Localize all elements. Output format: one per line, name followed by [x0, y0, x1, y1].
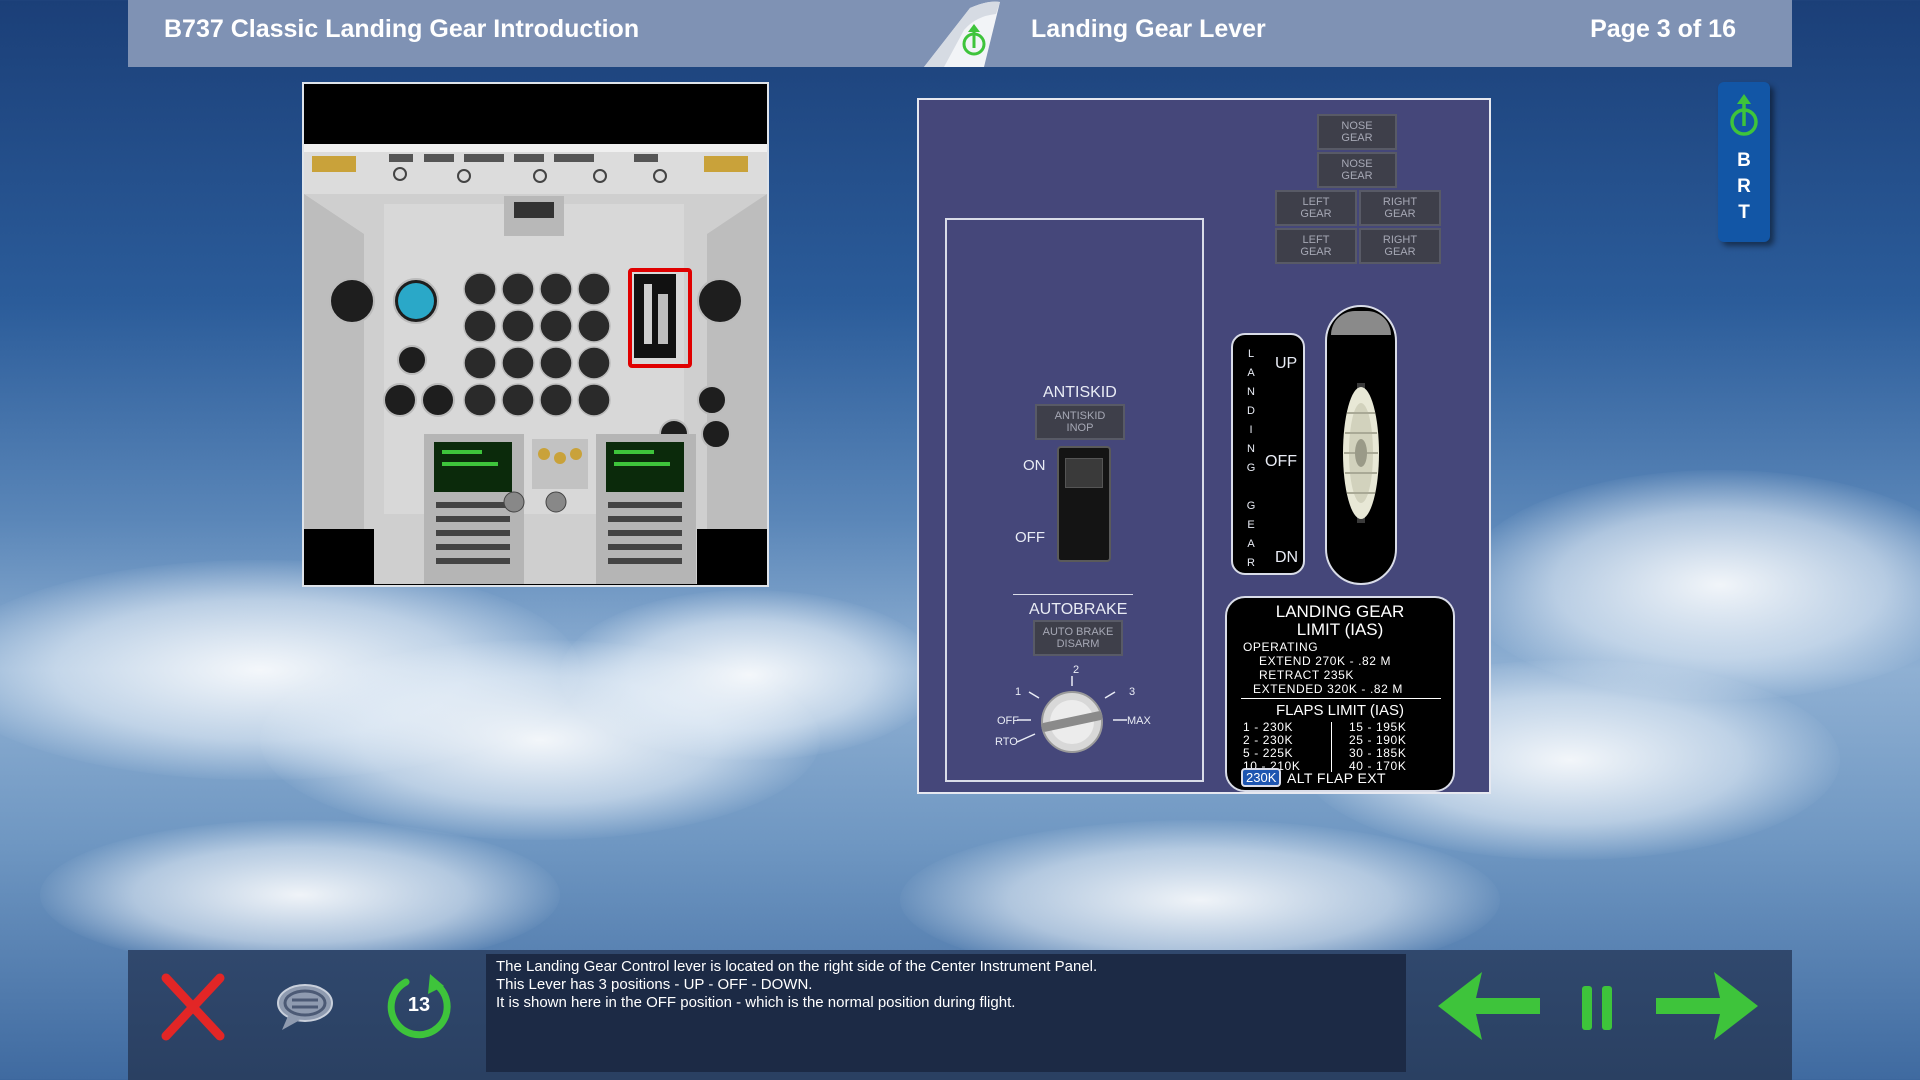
antiskid-title: ANTISKID	[1043, 384, 1117, 401]
lesson-title: Landing Gear Lever	[1031, 15, 1266, 43]
caption-line-3: It is shown here in the OFF position - w…	[496, 994, 1016, 1011]
divider	[1013, 594, 1133, 595]
autobrake-pos-max: MAX	[1127, 715, 1151, 727]
brt-letter-b: B	[1737, 150, 1751, 171]
arrow-right-icon[interactable]	[1652, 968, 1762, 1044]
placard-title-1: LANDING GEAR	[1275, 602, 1405, 621]
flaps-limit-left-2: 2 - 230K	[1243, 733, 1294, 747]
autobrake-pos-1: 1	[1015, 686, 1022, 698]
replay-count: 13	[407, 994, 431, 1016]
narration-caption: The Landing Gear Control lever is locate…	[486, 954, 1406, 1072]
placard-divider	[1241, 698, 1441, 699]
antiskid-off-label: OFF	[1015, 529, 1045, 546]
placard-column-divider	[1331, 722, 1332, 772]
speech-bubble-icon[interactable]	[274, 980, 336, 1034]
flaps-limit-right-1: 15 - 195K	[1349, 720, 1407, 734]
autobrake-selector-knob[interactable]	[1007, 670, 1137, 760]
tail-fin-logo-icon	[924, 1, 1000, 67]
placard-extend: EXTEND 270K - .82 M	[1259, 654, 1392, 668]
arrow-left-icon[interactable]	[1434, 968, 1544, 1044]
flaps-limit-right-4: 40 - 170K	[1349, 759, 1407, 773]
placard-retract: RETRACT 235K	[1259, 668, 1355, 682]
flaps-limit-left-3: 5 - 225K	[1243, 746, 1294, 760]
placard-operating: OPERATING	[1243, 640, 1319, 654]
antiskid-switch[interactable]	[1057, 446, 1111, 562]
flaps-limit-right-2: 25 - 190K	[1349, 733, 1407, 747]
flaps-limit-left-1: 1 - 230K	[1243, 720, 1294, 734]
brt-badge[interactable]: B R T	[1718, 82, 1770, 242]
flaps-limit-right-3: 30 - 185K	[1349, 746, 1407, 760]
course-title: B737 Classic Landing Gear Introduction	[164, 15, 640, 43]
autobrake-title: AUTOBRAKE	[1029, 601, 1128, 618]
gear-off-label: OFF	[1265, 453, 1297, 470]
caption-line-1: The Landing Gear Control lever is locate…	[496, 958, 1098, 975]
gear-dn-label: DN	[1275, 549, 1299, 566]
brt-letter-t: T	[1738, 202, 1750, 223]
alt-flap-value-box: 230K	[1241, 768, 1282, 787]
brt-letter-r: R	[1737, 176, 1751, 197]
gear-lever-wheel-handle[interactable]	[1341, 383, 1381, 523]
landing-gear-lever[interactable]	[1325, 305, 1397, 585]
replay-icon	[387, 974, 451, 1039]
page-indicator: Page 3 of 16	[1590, 15, 1736, 43]
limits-placard: LANDING GEAR LIMIT (IAS) OPERATING EXTEN…	[1225, 596, 1455, 792]
alt-flap-label: ALT FLAP EXT	[1287, 770, 1386, 786]
placard-flaps-title: FLAPS LIMIT (IAS)	[1275, 702, 1405, 719]
pause-icon[interactable]	[1580, 984, 1614, 1032]
autobrake-pos-off: OFF	[997, 715, 1019, 727]
autobrake-pos-3: 3	[1129, 686, 1136, 698]
autobrake-pos-rto: RTO	[995, 736, 1018, 748]
caption-line-2: This Lever has 3 positions - UP - OFF - …	[496, 976, 813, 993]
brt-logo-icon	[1730, 94, 1758, 136]
gear-up-label: UP	[1275, 355, 1298, 372]
autobrake-pos-2: 2	[1073, 664, 1080, 676]
replay-button[interactable]: 13	[382, 970, 456, 1044]
antiskid-on-label: ON	[1023, 457, 1046, 474]
cockpit-image	[302, 82, 769, 587]
header-bar: B737 Classic Landing Gear Introduction L…	[128, 0, 1792, 67]
placard-extended: EXTENDED 320K - .82 M	[1253, 682, 1403, 696]
x-icon[interactable]	[160, 972, 226, 1042]
placard-title-2: LIMIT (IAS)	[1296, 620, 1384, 639]
